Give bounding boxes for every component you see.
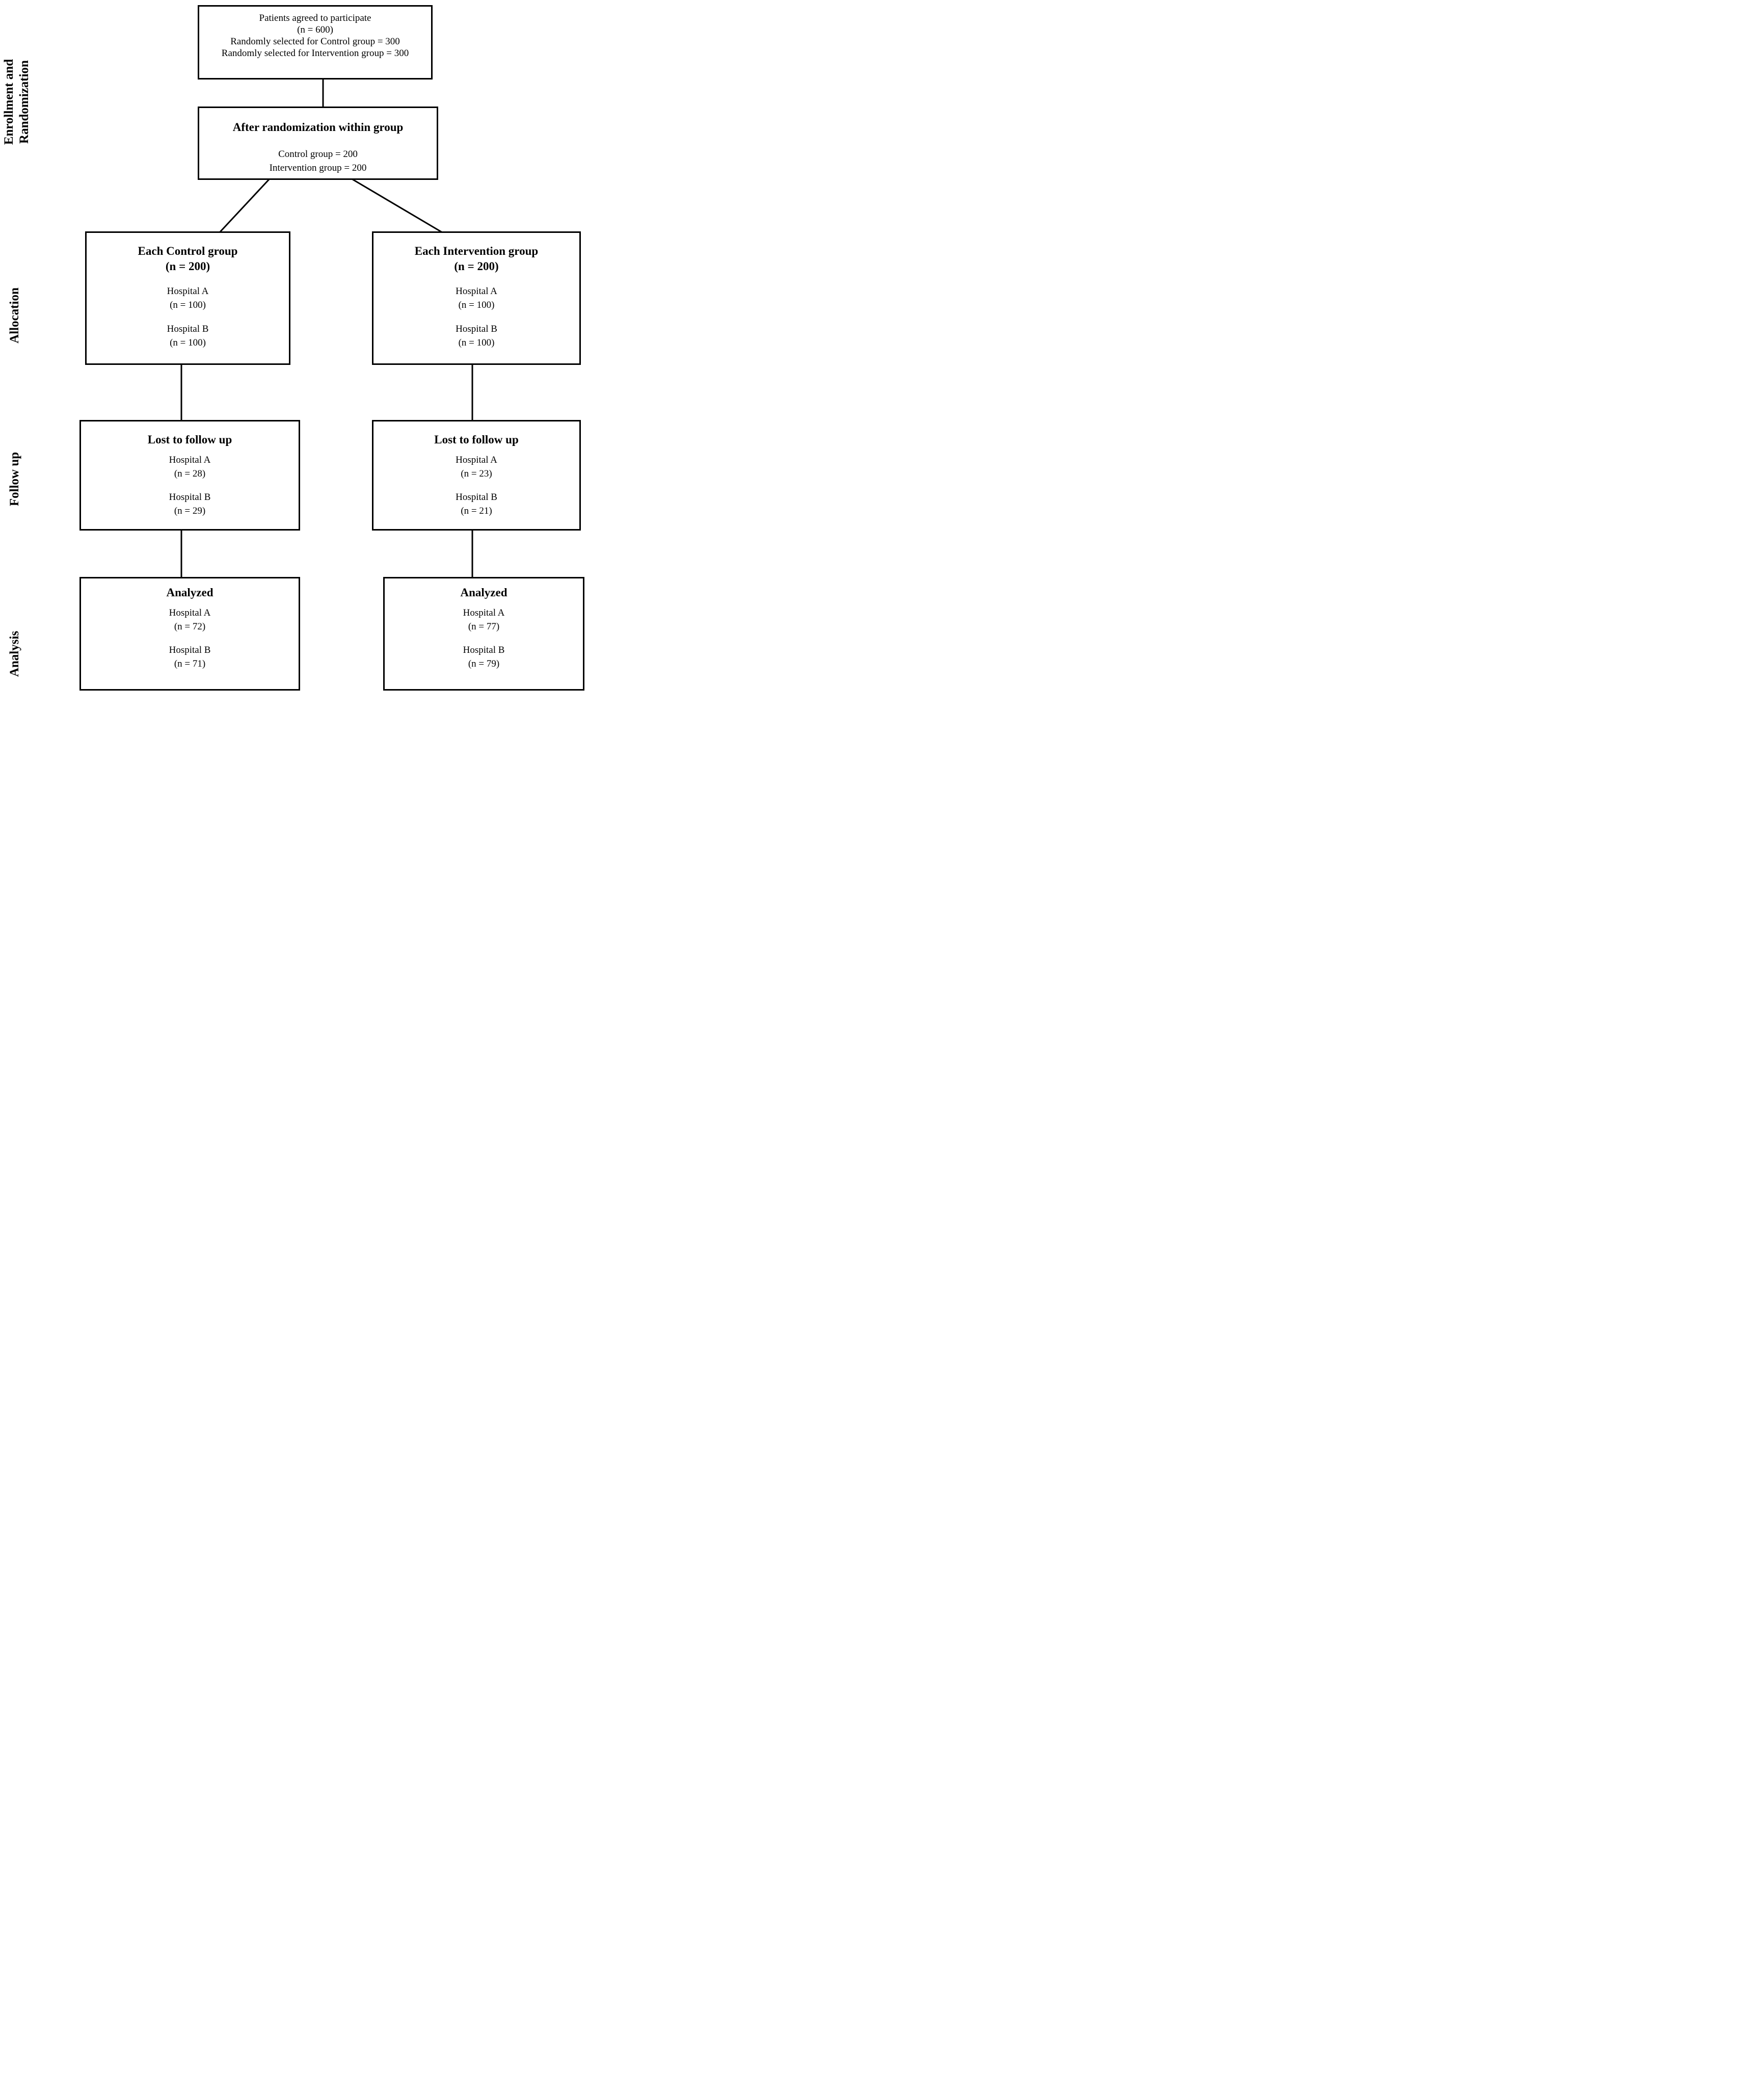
stage-label-enrollment-line1: Enrollment and bbox=[2, 59, 16, 145]
stage-label-followup: Follow up bbox=[8, 452, 21, 507]
allocation-intervention-hospital-b-n: (n = 100) bbox=[458, 337, 495, 348]
allocation-control-hospital-b: Hospital B bbox=[167, 324, 209, 334]
stage-label-enrollment-randomization: Enrollment and Randomization bbox=[2, 59, 32, 145]
allocation-intervention-title-n: (n = 200) bbox=[454, 260, 499, 273]
followup-intervention-hospital-a-n: (n = 23) bbox=[461, 468, 492, 479]
box-randomization: After randomization within group Control… bbox=[198, 107, 438, 180]
allocation-intervention-title: Each Intervention group bbox=[414, 245, 539, 257]
enrollment-line-control: Randomly selected for Control group = 30… bbox=[230, 36, 400, 47]
analysis-control-hospital-b-n: (n = 71) bbox=[174, 658, 206, 669]
box-enrollment: Patients agreed to participate (n = 600)… bbox=[198, 5, 433, 80]
followup-control-hospital-a-n: (n = 28) bbox=[174, 468, 206, 479]
box-allocation-intervention: Each Intervention group (n = 200) Hospit… bbox=[372, 231, 581, 365]
allocation-control-hospital-a: Hospital A bbox=[167, 286, 209, 297]
analysis-control-hospital-a-n: (n = 72) bbox=[174, 621, 206, 632]
analysis-intervention-hospital-b: Hospital B bbox=[463, 645, 505, 655]
box-allocation-control: Each Control group (n = 200) Hospital A … bbox=[85, 231, 290, 365]
stage-label-enrollment-line2: Randomization bbox=[17, 60, 31, 144]
followup-control-hospital-b-n: (n = 29) bbox=[174, 506, 206, 516]
randomization-line-intervention: Intervention group = 200 bbox=[269, 163, 367, 173]
connector-lines bbox=[180, 78, 473, 578]
box-followup-intervention: Lost to follow up Hospital A (n = 23) Ho… bbox=[372, 420, 581, 531]
followup-intervention-hospital-b-n: (n = 21) bbox=[461, 506, 492, 516]
analysis-intervention-title: Analyzed bbox=[460, 586, 507, 599]
analysis-intervention-hospital-a-n: (n = 77) bbox=[468, 621, 500, 632]
allocation-control-title: Each Control group bbox=[138, 245, 238, 257]
analysis-control-hospital-b: Hospital B bbox=[169, 645, 211, 655]
connector-randomization-to-intervention bbox=[352, 178, 443, 233]
box-followup-control: Lost to follow up Hospital A (n = 28) Ho… bbox=[79, 420, 300, 531]
followup-control-title: Lost to follow up bbox=[147, 433, 232, 446]
analysis-control-hospital-a: Hospital A bbox=[169, 608, 211, 618]
stage-label-allocation: Allocation bbox=[8, 287, 21, 344]
enrollment-line-n: (n = 600) bbox=[297, 24, 333, 35]
followup-control-hospital-a: Hospital A bbox=[169, 455, 211, 465]
followup-intervention-title: Lost to follow up bbox=[434, 433, 519, 446]
enrollment-line-intervention: Randomly selected for Intervention group… bbox=[221, 48, 409, 59]
connector-randomization-to-control bbox=[219, 178, 270, 233]
followup-intervention-hospital-a: Hospital A bbox=[456, 455, 497, 465]
followup-control-hospital-b: Hospital B bbox=[169, 492, 211, 503]
analysis-intervention-hospital-a: Hospital A bbox=[463, 608, 505, 618]
analysis-intervention-hospital-b-n: (n = 79) bbox=[468, 658, 500, 669]
allocation-intervention-hospital-b: Hospital B bbox=[456, 324, 497, 334]
allocation-intervention-hospital-a: Hospital A bbox=[456, 286, 497, 297]
stage-label-analysis: Analysis bbox=[8, 630, 21, 677]
randomization-title: After randomization within group bbox=[232, 121, 404, 134]
enrollment-line-participate: Patients agreed to participate bbox=[259, 13, 371, 23]
allocation-control-title-n: (n = 200) bbox=[165, 260, 210, 273]
analysis-control-title: Analyzed bbox=[166, 586, 213, 599]
consort-flow-diagram: Enrollment and Randomization Allocation … bbox=[0, 0, 588, 695]
box-analysis-control: Analyzed Hospital A (n = 72) Hospital B … bbox=[79, 577, 300, 691]
randomization-line-control: Control group = 200 bbox=[278, 149, 358, 160]
allocation-control-hospital-a-n: (n = 100) bbox=[170, 300, 206, 310]
allocation-control-hospital-b-n: (n = 100) bbox=[170, 337, 206, 348]
allocation-intervention-hospital-a-n: (n = 100) bbox=[458, 300, 495, 310]
box-analysis-intervention: Analyzed Hospital A (n = 77) Hospital B … bbox=[383, 577, 584, 691]
followup-intervention-hospital-b: Hospital B bbox=[456, 492, 497, 503]
